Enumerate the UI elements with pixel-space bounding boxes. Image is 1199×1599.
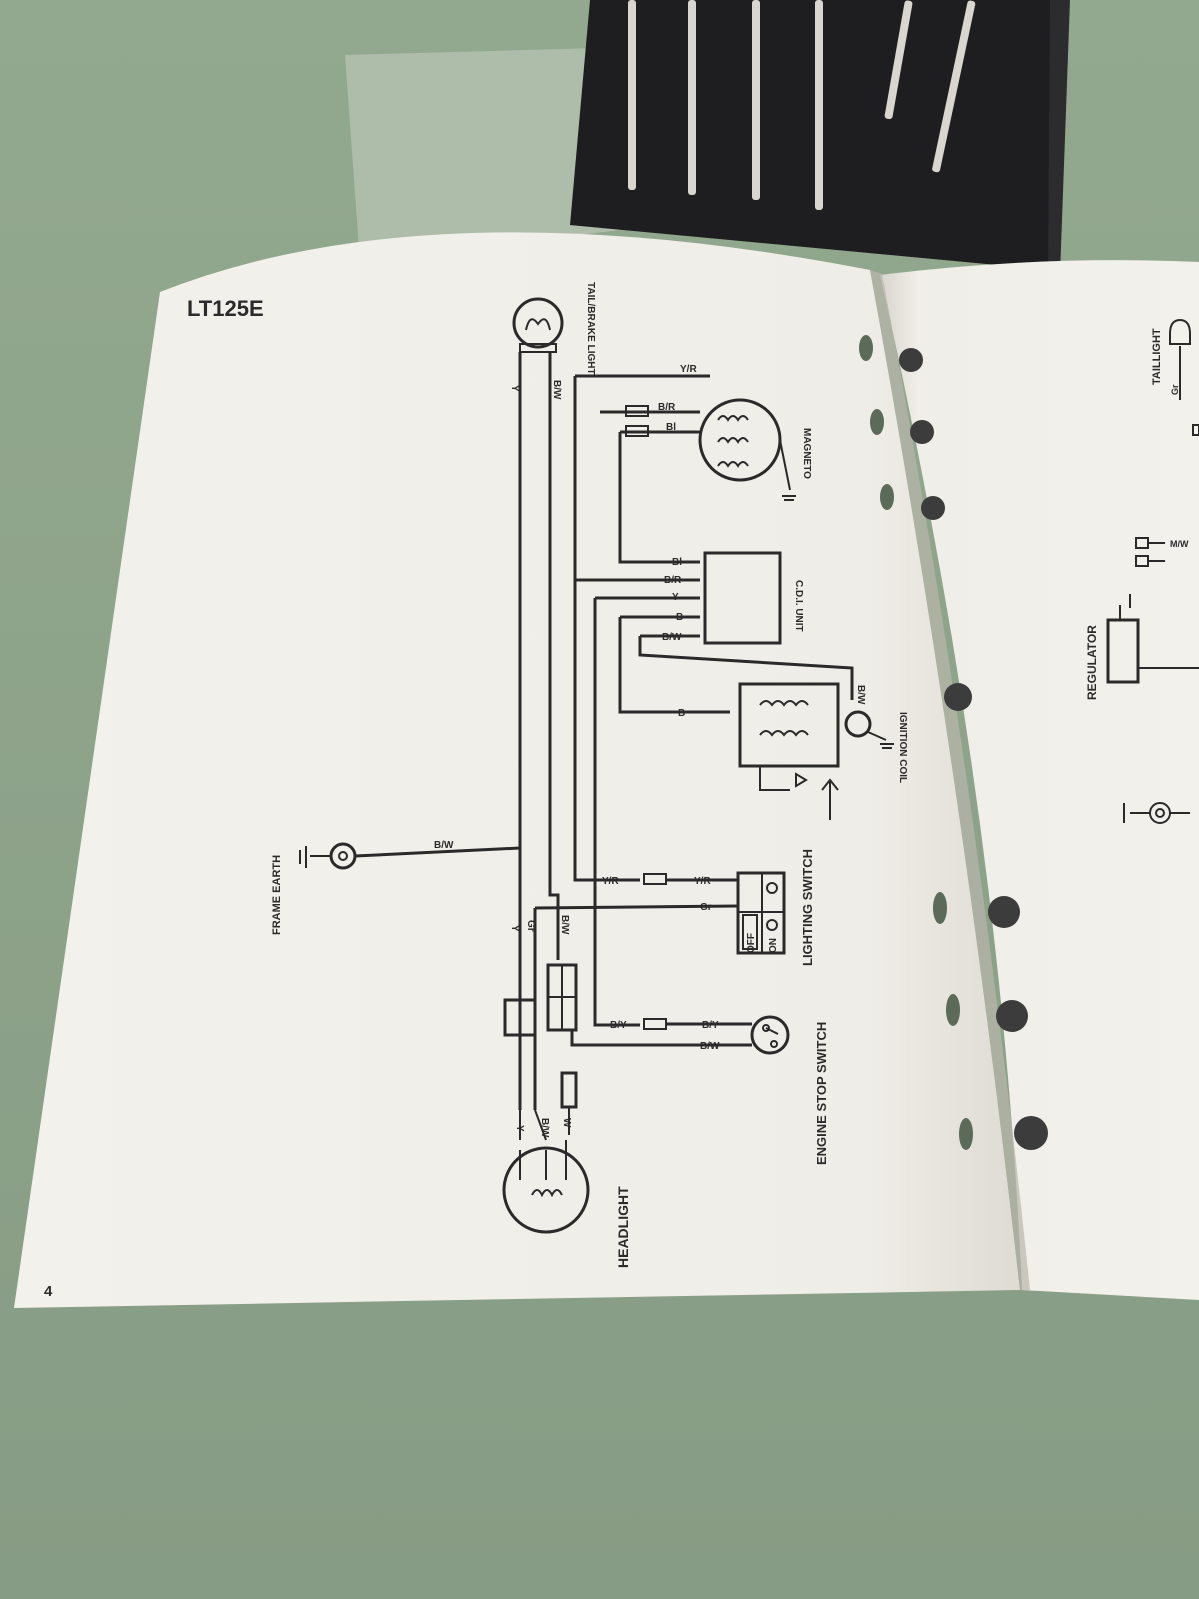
right-page-diagram: TAILLIGHT Gr M/W REGULATOR (1085, 318, 1199, 824)
lighting-switch-on: ON (768, 938, 779, 953)
wire-label-bw-cdi: B/W (662, 632, 682, 643)
magneto-label: MAGNETO (801, 428, 812, 479)
wire-label-bw-coil: B/W (855, 685, 866, 705)
wire-label-y-hl: Y (514, 1125, 525, 1132)
wire-label-b-coil: B (678, 708, 685, 719)
wire-label-bw-ess: B/W (700, 1041, 720, 1052)
wire-label-y-junc: Y (509, 925, 520, 932)
regulator-label: REGULATOR (1085, 625, 1099, 700)
wire-label-bl-cdi: Bl (672, 557, 682, 568)
binder-holes-left (859, 335, 973, 1150)
model-title: LT125E (187, 296, 264, 321)
wire-label-bl-mag: Bl (666, 422, 676, 433)
left-page (14, 232, 1020, 1309)
wire-label-bw-earth: B/W (434, 840, 454, 851)
plastic-sheet (345, 48, 620, 262)
wire-label-br-cdi: B/R (664, 575, 682, 586)
engine-stop-switch-label: ENGINE STOP SWITCH (814, 1022, 829, 1165)
wire-label-by-ess2: B/Y (702, 1020, 719, 1031)
magneto (698, 398, 796, 501)
lighting-switch-off: OFF (746, 933, 757, 953)
wire-label-br-mag: B/R (658, 402, 676, 413)
wire-label-bw-top: B/W (551, 380, 562, 400)
wiring-diagram: TAIL/BRAKE LIGHT Y B/W MAGNETO Y/R B/R B… (271, 282, 908, 1268)
wire-label-yr-mag: Y/R (680, 364, 697, 375)
lighting-switch: OFF ON (736, 871, 786, 955)
connector-a (503, 998, 537, 1037)
wire-label-gr-junc: Gr (525, 920, 536, 932)
page-number: 4 (44, 1283, 53, 1300)
headlight-label: HEADLIGHT (615, 1186, 631, 1268)
right-page (880, 260, 1199, 1300)
wire-label-bw-hl: B/W (539, 1118, 550, 1138)
tail-brake-light-bulb (512, 297, 564, 353)
wire-label-gr-ls: Gr (700, 902, 712, 913)
wire-label-w-hl: W (561, 1118, 572, 1128)
tail-brake-light-label: TAIL/BRAKE LIGHT (585, 282, 596, 375)
cdi-unit-label: C.D.I. UNIT (793, 580, 804, 632)
wire-label-bw-junc: B/W (559, 915, 570, 935)
frame-earth-label: FRAME EARTH (271, 855, 283, 935)
lighting-switch-label: LIGHTING SWITCH (800, 849, 815, 966)
binder-holes-right (899, 348, 1048, 1150)
wire-label-by-ess1: B/Y (610, 1020, 627, 1031)
wire-label-y-cdi: Y (672, 592, 679, 603)
engine-stop-switch (750, 1015, 790, 1055)
cdi-unit-box (703, 551, 782, 645)
wire-label-y-top: Y (509, 385, 520, 392)
taillight-label: TAILLIGHT (1151, 328, 1163, 385)
wire-label-yr-ls2: Y/R (694, 876, 711, 887)
right-gr-label: Gr (1170, 384, 1180, 395)
wire-label-yr-ls1: Y/R (602, 876, 619, 887)
headlight-bulb (502, 1107, 590, 1234)
ignition-coil (738, 682, 894, 820)
regulator-box (1106, 618, 1140, 684)
right-mw-label: M/W (1170, 539, 1189, 549)
wire-label-b-cdi: B (676, 612, 683, 623)
black-stand (570, 0, 1070, 275)
ignition-coil-label: IGNITION COIL (897, 712, 908, 783)
